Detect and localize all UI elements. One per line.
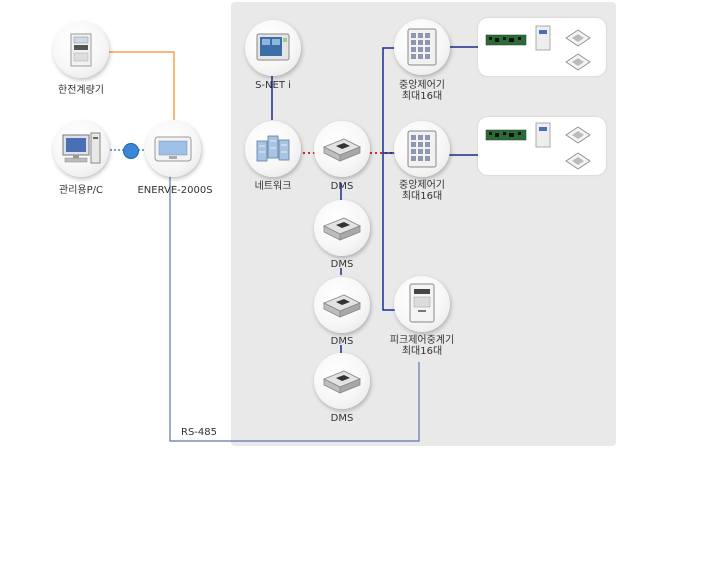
controller-panel-icon (154, 136, 192, 162)
dms-device-icon (323, 370, 361, 394)
rs485-line (169, 176, 420, 442)
peak-label-a: 피크제어중계기 (389, 335, 455, 346)
indoor-units-card-2 (478, 117, 606, 175)
dms-device-icon (323, 294, 361, 318)
central-label-2b: 최대16대 (401, 191, 443, 202)
snet-label: S-NET i (255, 80, 291, 91)
controller-bus (382, 47, 395, 311)
central-controller-node-2[interactable] (394, 121, 450, 177)
server-rack-icon (256, 135, 290, 162)
indoor-units-icon (485, 25, 591, 71)
indoor-units-icon (485, 122, 591, 170)
meter-label: 한전계량기 (58, 85, 104, 96)
computer-icon (62, 132, 101, 164)
central-controller-icon (407, 28, 437, 66)
meter-icon (70, 33, 92, 67)
central-label-1b: 최대16대 (401, 91, 443, 102)
peak-controller-node[interactable] (394, 276, 450, 332)
snet-node[interactable] (245, 20, 301, 76)
dms-node-3[interactable] (314, 277, 370, 333)
dms-device-icon (323, 138, 361, 162)
dms-label-1: DMS (330, 181, 354, 192)
pc-label: 관리용P/C (59, 185, 103, 196)
dms-node-1[interactable] (314, 121, 370, 177)
network-label: 네트워크 (254, 181, 292, 192)
dms-node-2[interactable] (314, 200, 370, 256)
system-panel (231, 2, 616, 446)
pc-node[interactable] (53, 121, 109, 177)
dms-label-2: DMS (330, 259, 354, 270)
dms-node-4[interactable] (314, 353, 370, 409)
peak-relay-icon (409, 283, 435, 323)
enerve-node[interactable] (145, 121, 201, 177)
meter-node[interactable] (53, 22, 109, 78)
network-node[interactable] (245, 121, 301, 177)
peak-label-b: 최대16대 (401, 346, 443, 357)
rs485-label: RS-485 (181, 427, 217, 438)
dms-label-3: DMS (330, 336, 354, 347)
central-controller-node-1[interactable] (394, 19, 450, 75)
enerve-label: ENERVE-2000S (137, 185, 213, 196)
meter-enerve-line (107, 51, 175, 120)
central-label-1a: 중앙제어기 (399, 80, 445, 91)
central-controller-icon (407, 130, 437, 168)
dms-label-4: DMS (330, 413, 354, 424)
dms-device-icon (323, 217, 361, 241)
central-label-2a: 중앙제어기 (399, 180, 445, 191)
indoor-units-card-1 (478, 18, 606, 76)
network-link-icon (123, 143, 139, 159)
touch-panel-icon (256, 33, 290, 61)
